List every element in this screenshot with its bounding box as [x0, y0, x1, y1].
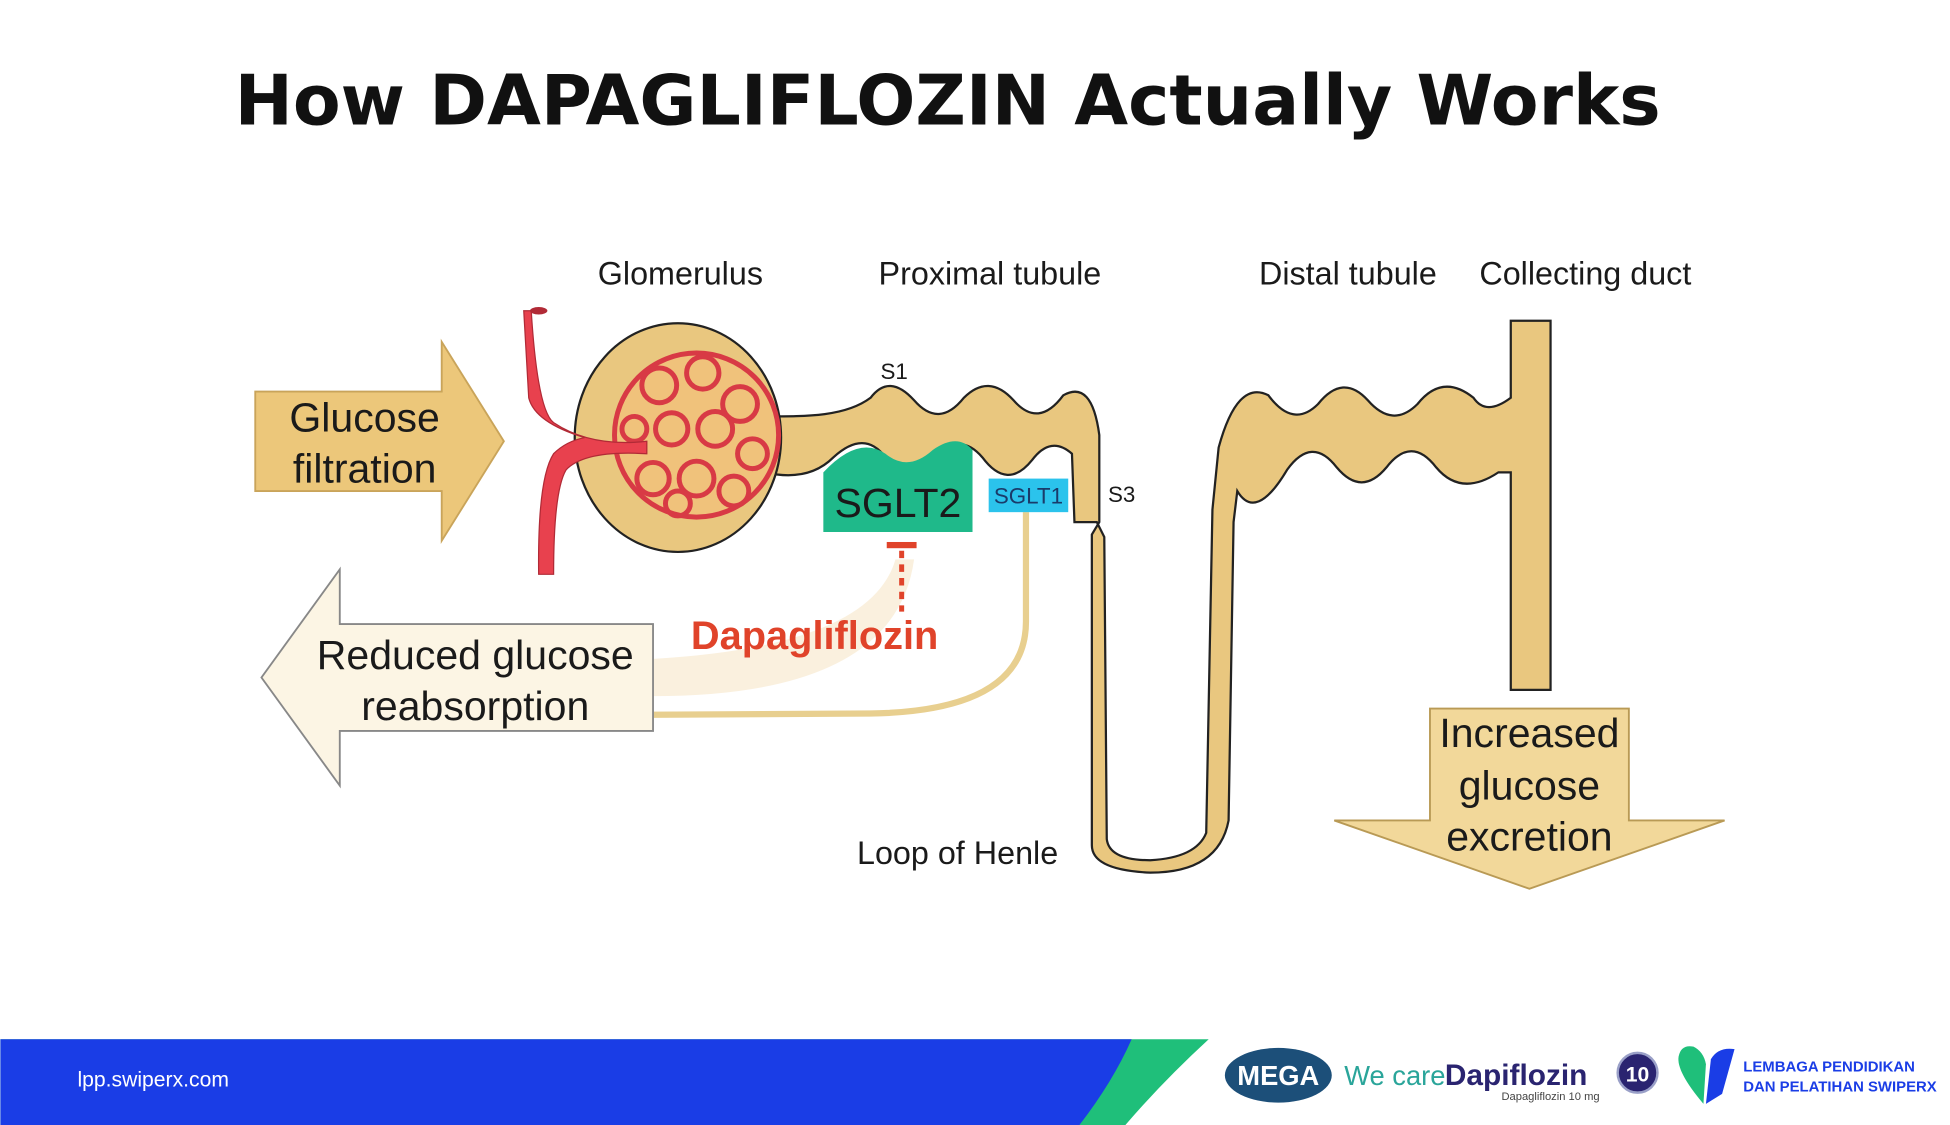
reabsorption-path	[653, 512, 1030, 718]
brand-name: Dapiflozin	[1445, 1059, 1587, 1092]
label-glomerulus: Glomerulus	[598, 256, 763, 292]
swiperx-heart-logo-icon	[1678, 1046, 1735, 1104]
increased-excretion-line3: excretion	[1446, 813, 1612, 859]
label-distal-tubule: Distal tubule	[1259, 256, 1437, 292]
drug-label: Dapagliflozin	[691, 614, 938, 658]
sglt1-label: SGLT1	[994, 483, 1063, 508]
reduced-reabsorption-line2: reabsorption	[361, 683, 589, 729]
label-proximal-tubule: Proximal tubule	[879, 256, 1102, 292]
footer: lpp.swiperx.com MEGA We care Dapiflozin …	[0, 1039, 1937, 1125]
increased-excretion-line1: Increased	[1439, 710, 1619, 756]
sglt1-box	[988, 478, 1069, 513]
glucose-filtration-line1: Glucose	[289, 394, 439, 440]
increased-excretion-line2: glucose	[1459, 762, 1600, 808]
brand-subtitle: Dapagliflozin 10 mg	[1501, 1091, 1599, 1103]
sglt2-box	[823, 441, 973, 533]
label-s1: S1	[881, 359, 908, 384]
glomerulus	[523, 307, 783, 575]
label-s3: S3	[1108, 482, 1135, 507]
tubule	[763, 319, 1552, 874]
reduced-reabsorption-arrow: Reduced glucose reabsorption	[260, 566, 654, 789]
sglt2-label: SGLT2	[834, 480, 961, 526]
reduced-reabsorption-line1: Reduced glucose	[317, 632, 634, 678]
glucose-filtration-arrow: Glucose filtration	[254, 338, 505, 544]
org-name-line1: LEMBAGA PENDIDIKAN	[1743, 1060, 1915, 1076]
footer-url[interactable]: lpp.swiperx.com	[77, 1068, 228, 1091]
label-collecting-duct: Collecting duct	[1479, 256, 1691, 292]
we-care-text: We care	[1344, 1060, 1445, 1091]
dose-badge-text: 10	[1626, 1063, 1650, 1086]
mega-logo-text: MEGA	[1237, 1060, 1319, 1091]
mega-logo: MEGA	[1224, 1047, 1332, 1103]
org-name-line2: DAN PELATIHAN SWIPERX	[1743, 1079, 1937, 1095]
footer-bar	[0, 1039, 1132, 1125]
dose-badge: 10	[1616, 1051, 1659, 1094]
glucose-filtration-line2: filtration	[293, 445, 437, 491]
label-loop-of-henle: Loop of Henle	[857, 835, 1058, 871]
page-title: How DAPAGLIFLOZIN Actually Works	[235, 60, 1661, 141]
nephron-diagram: Glomerulus Proximal tubule Distal tubule…	[254, 256, 1725, 890]
drug-path-shade	[653, 559, 915, 697]
inhibition-marker	[886, 541, 917, 612]
increased-excretion-arrow: Increased glucose excretion	[1333, 707, 1725, 890]
